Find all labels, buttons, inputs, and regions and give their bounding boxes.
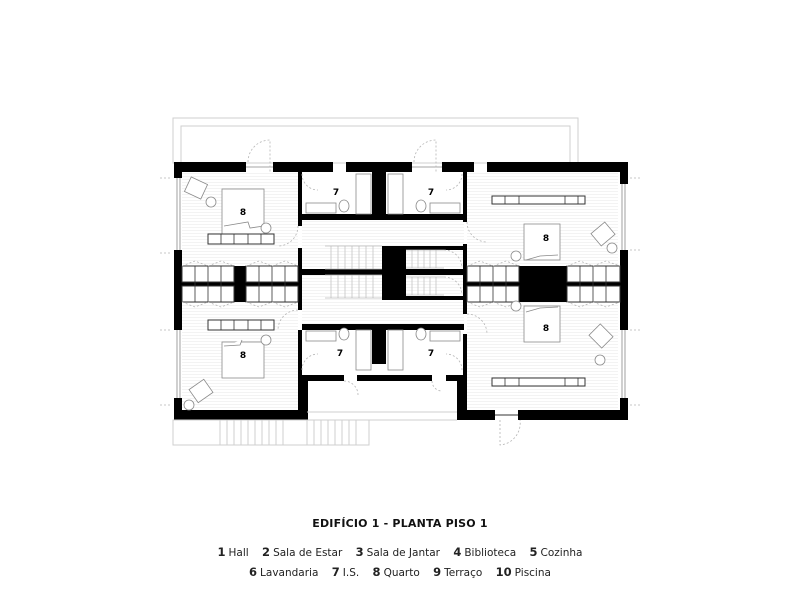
room-label-bath-1: 7: [333, 188, 339, 198]
door-swings: [247, 139, 521, 446]
floor-plan: 8 8 8 8 7 7 7 7: [160, 117, 642, 446]
room-label-bedroom-ne: 8: [543, 234, 549, 244]
room-label-bath-2: 7: [428, 188, 434, 198]
lower-terrace-steps: [172, 411, 457, 446]
room-label-bedroom-nw: 8: [240, 208, 246, 218]
wardrobes: [181, 260, 621, 308]
room-label-bedroom-sw: 8: [240, 351, 246, 361]
room-label-bath-3: 7: [337, 349, 343, 359]
room-labels: 8 8 8 8 7 7 7 7: [240, 188, 549, 361]
room-label-bedroom-se: 8: [543, 324, 549, 334]
bathroom-fixtures: [305, 173, 461, 371]
windows: [160, 166, 642, 416]
bedroom-furniture: [183, 176, 618, 411]
room-label-bath-4: 7: [428, 349, 434, 359]
interior-walls: [182, 162, 620, 381]
terrace-outline: [172, 117, 579, 164]
plan-title: EDIFÍCIO 1 - PLANTA PISO 1: [312, 517, 488, 530]
exterior-walls: [174, 162, 628, 420]
stairs: [325, 245, 463, 299]
